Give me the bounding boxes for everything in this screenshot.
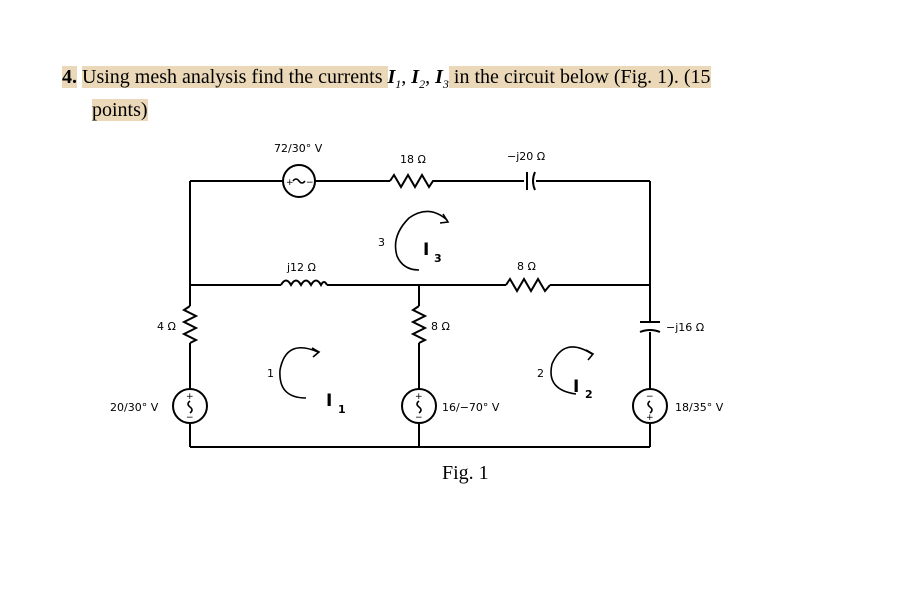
mesh-1-sub: 1 bbox=[338, 403, 346, 416]
label-source-left: 20/30° V bbox=[110, 401, 159, 414]
source-left-plus: + bbox=[186, 392, 194, 402]
mesh-3-label: I bbox=[423, 240, 429, 260]
mesh-2-node: 2 bbox=[537, 367, 544, 380]
var-i3: I bbox=[435, 66, 443, 88]
mesh-2-sub: 2 bbox=[585, 388, 593, 401]
label-r-mid-right: 8 Ω bbox=[517, 260, 536, 273]
label-source-right: 18/35° V bbox=[675, 401, 724, 414]
mesh-3-arrow-icon bbox=[394, 210, 450, 271]
mesh-3-sub: 3 bbox=[434, 252, 442, 265]
problem-text: Using mesh analysis find the currents bbox=[82, 66, 388, 88]
source-top-sine-icon bbox=[292, 178, 306, 184]
var-i2-sub: 2 bbox=[419, 77, 426, 91]
problem-number: 4. bbox=[62, 66, 77, 88]
source-top: + − bbox=[282, 164, 316, 198]
sep-1: , bbox=[401, 66, 412, 88]
var-i2: I bbox=[411, 66, 420, 88]
source-left-sine-icon bbox=[187, 400, 193, 414]
mesh-2-arrow-icon bbox=[550, 346, 595, 395]
resistor-left bbox=[181, 305, 199, 344]
source-right-plus: + bbox=[646, 413, 654, 423]
mesh-1-arrow-icon bbox=[279, 347, 321, 399]
resistor-mid-right bbox=[505, 277, 551, 293]
label-r-top: 18 Ω bbox=[400, 153, 426, 166]
problem-line-2: points) bbox=[62, 97, 862, 123]
mesh-1-node: 1 bbox=[267, 367, 274, 380]
problem-text-after: in the circuit below (Fig. 1). (15 bbox=[448, 66, 711, 88]
source-top-plus: + bbox=[286, 178, 294, 188]
source-top-minus: − bbox=[306, 178, 314, 188]
label-r-center: 8 Ω bbox=[431, 320, 450, 333]
label-source-top: 72/30° V bbox=[274, 142, 323, 155]
mesh-1-label: I bbox=[326, 391, 332, 411]
figure-caption: Fig. 1 bbox=[442, 462, 489, 484]
label-r-left: 4 Ω bbox=[157, 320, 176, 333]
label-ind-mid: j12 Ω bbox=[286, 261, 316, 274]
capacitor-right bbox=[639, 321, 661, 333]
source-center-sine-icon bbox=[416, 400, 422, 414]
resistor-center bbox=[410, 305, 428, 344]
var-i1: I bbox=[387, 66, 396, 88]
source-center: + − bbox=[401, 388, 437, 424]
label-cap-top: −j20 Ω bbox=[507, 150, 545, 163]
problem-points: points) bbox=[92, 99, 148, 121]
source-right-sine-icon bbox=[647, 400, 653, 414]
label-source-center: 16/−70° V bbox=[442, 401, 500, 414]
var-i1-sub: 1 bbox=[395, 77, 402, 91]
sep-2: , bbox=[425, 66, 436, 88]
source-left-minus: − bbox=[186, 413, 194, 423]
mesh-3-node: 3 bbox=[378, 236, 385, 249]
source-right: − + bbox=[632, 388, 668, 424]
source-left: + − bbox=[172, 388, 208, 424]
problem-statement: 4. Using mesh analysis find the currents… bbox=[62, 64, 862, 123]
label-cap-right: −j16 Ω bbox=[666, 321, 704, 334]
problem-line-1: 4. Using mesh analysis find the currents… bbox=[62, 64, 862, 97]
var-i3-sub: 3 bbox=[442, 77, 449, 91]
source-center-plus: + bbox=[415, 392, 423, 402]
mesh-2-label: I bbox=[573, 377, 579, 397]
inductor-mid bbox=[280, 279, 328, 288]
capacitor-top bbox=[526, 171, 536, 191]
source-center-minus: − bbox=[415, 413, 423, 423]
source-right-minus: − bbox=[646, 392, 654, 402]
resistor-top bbox=[389, 173, 437, 189]
